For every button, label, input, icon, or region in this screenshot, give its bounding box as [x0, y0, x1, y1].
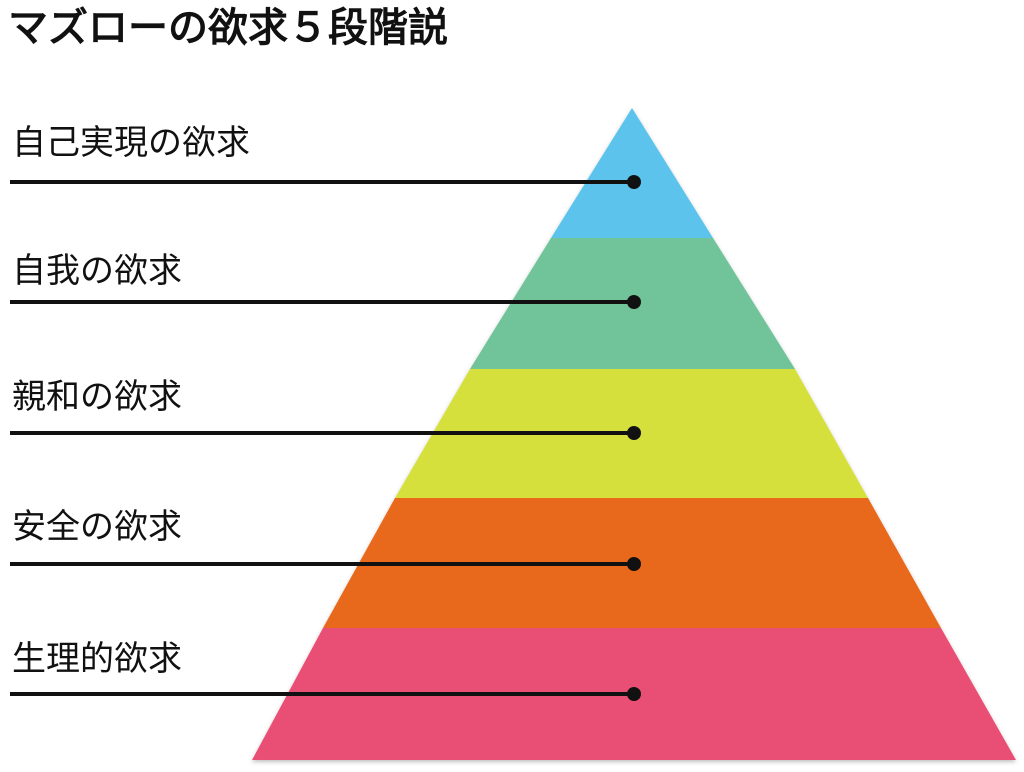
leader-dot	[627, 295, 641, 309]
pyramid-tier-self-actualization	[551, 108, 713, 238]
level-label-physiological: 生理的欲求	[12, 639, 182, 679]
level-label-belonging: 親和の欲求	[12, 377, 182, 417]
page-title: マズローの欲求５段階説	[8, 4, 448, 51]
leader-dot	[627, 557, 641, 571]
level-label-self-actualization: 自己実現の欲求	[12, 123, 250, 163]
leader-dot	[627, 426, 641, 440]
level-label-safety: 安全の欲求	[12, 507, 182, 547]
level-label-esteem: 自我の欲求	[12, 251, 182, 291]
leader-dot	[627, 687, 641, 701]
leader-dot	[627, 175, 641, 189]
